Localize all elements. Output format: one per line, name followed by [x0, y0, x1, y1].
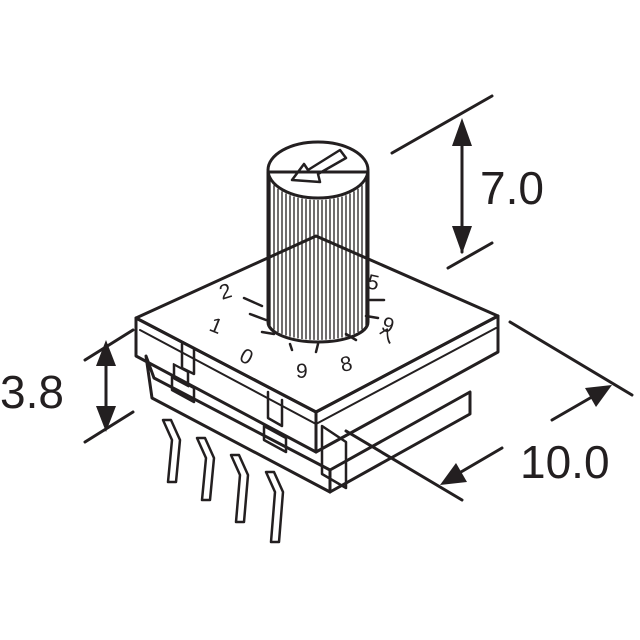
dimension-body-width: 10.0	[344, 320, 634, 502]
arrow-lower-left-icon	[440, 463, 467, 485]
extension-line-bottom	[83, 410, 135, 444]
arrow-up-icon	[96, 340, 116, 366]
knob-direction-arrow-icon	[290, 148, 348, 184]
dial-label-6: 6	[379, 311, 398, 337]
arrow-down-icon	[452, 226, 472, 254]
dial-label-9: 9	[296, 360, 308, 383]
mount-tab-left-lower	[170, 374, 196, 404]
dimension-body-height: 3.8	[0, 328, 135, 444]
extension-line-top	[83, 328, 135, 362]
switch-pins	[161, 418, 285, 544]
dial-tick	[242, 296, 264, 308]
dial-label-2: 2	[216, 279, 234, 304]
arrow-down-icon	[96, 406, 116, 432]
tab-slot-left	[180, 342, 196, 376]
dial-label-0: 0	[236, 344, 257, 370]
dimension-label-knob: 7.0	[480, 162, 544, 214]
dimension-label-width: 10.0	[520, 436, 610, 488]
extension-line-top	[390, 94, 494, 155]
body-rim-line	[139, 327, 497, 425]
knob	[266, 140, 370, 344]
dial-label-8: 8	[338, 352, 354, 377]
arrow-upper-right-icon	[585, 385, 612, 407]
dial-tick	[314, 342, 320, 354]
dial-tick	[260, 330, 276, 336]
extension-line-left	[344, 429, 464, 502]
mount-tab-right	[262, 424, 288, 454]
tab-slot-right	[266, 390, 284, 428]
switch-body	[134, 234, 500, 494]
pin-4	[264, 470, 285, 544]
dial-tick	[288, 342, 294, 352]
knob-ridges	[269, 179, 367, 340]
dimension-knob-height: 7.0	[390, 94, 544, 270]
base-right-face	[328, 390, 472, 494]
dimension-label-body: 3.8	[0, 366, 64, 418]
dial-label-1: 1	[206, 313, 225, 339]
pin-1	[161, 418, 182, 484]
pin-3	[229, 453, 250, 524]
knob-cylinder	[266, 170, 370, 344]
extension-line-bottom	[446, 241, 494, 270]
dial-tick	[248, 312, 268, 322]
pin-2	[195, 436, 216, 502]
body-right-face	[314, 314, 500, 454]
arrow-up-icon	[452, 118, 472, 146]
knob-top	[266, 140, 370, 200]
extension-line-right	[508, 320, 634, 397]
side-clip	[320, 424, 348, 490]
